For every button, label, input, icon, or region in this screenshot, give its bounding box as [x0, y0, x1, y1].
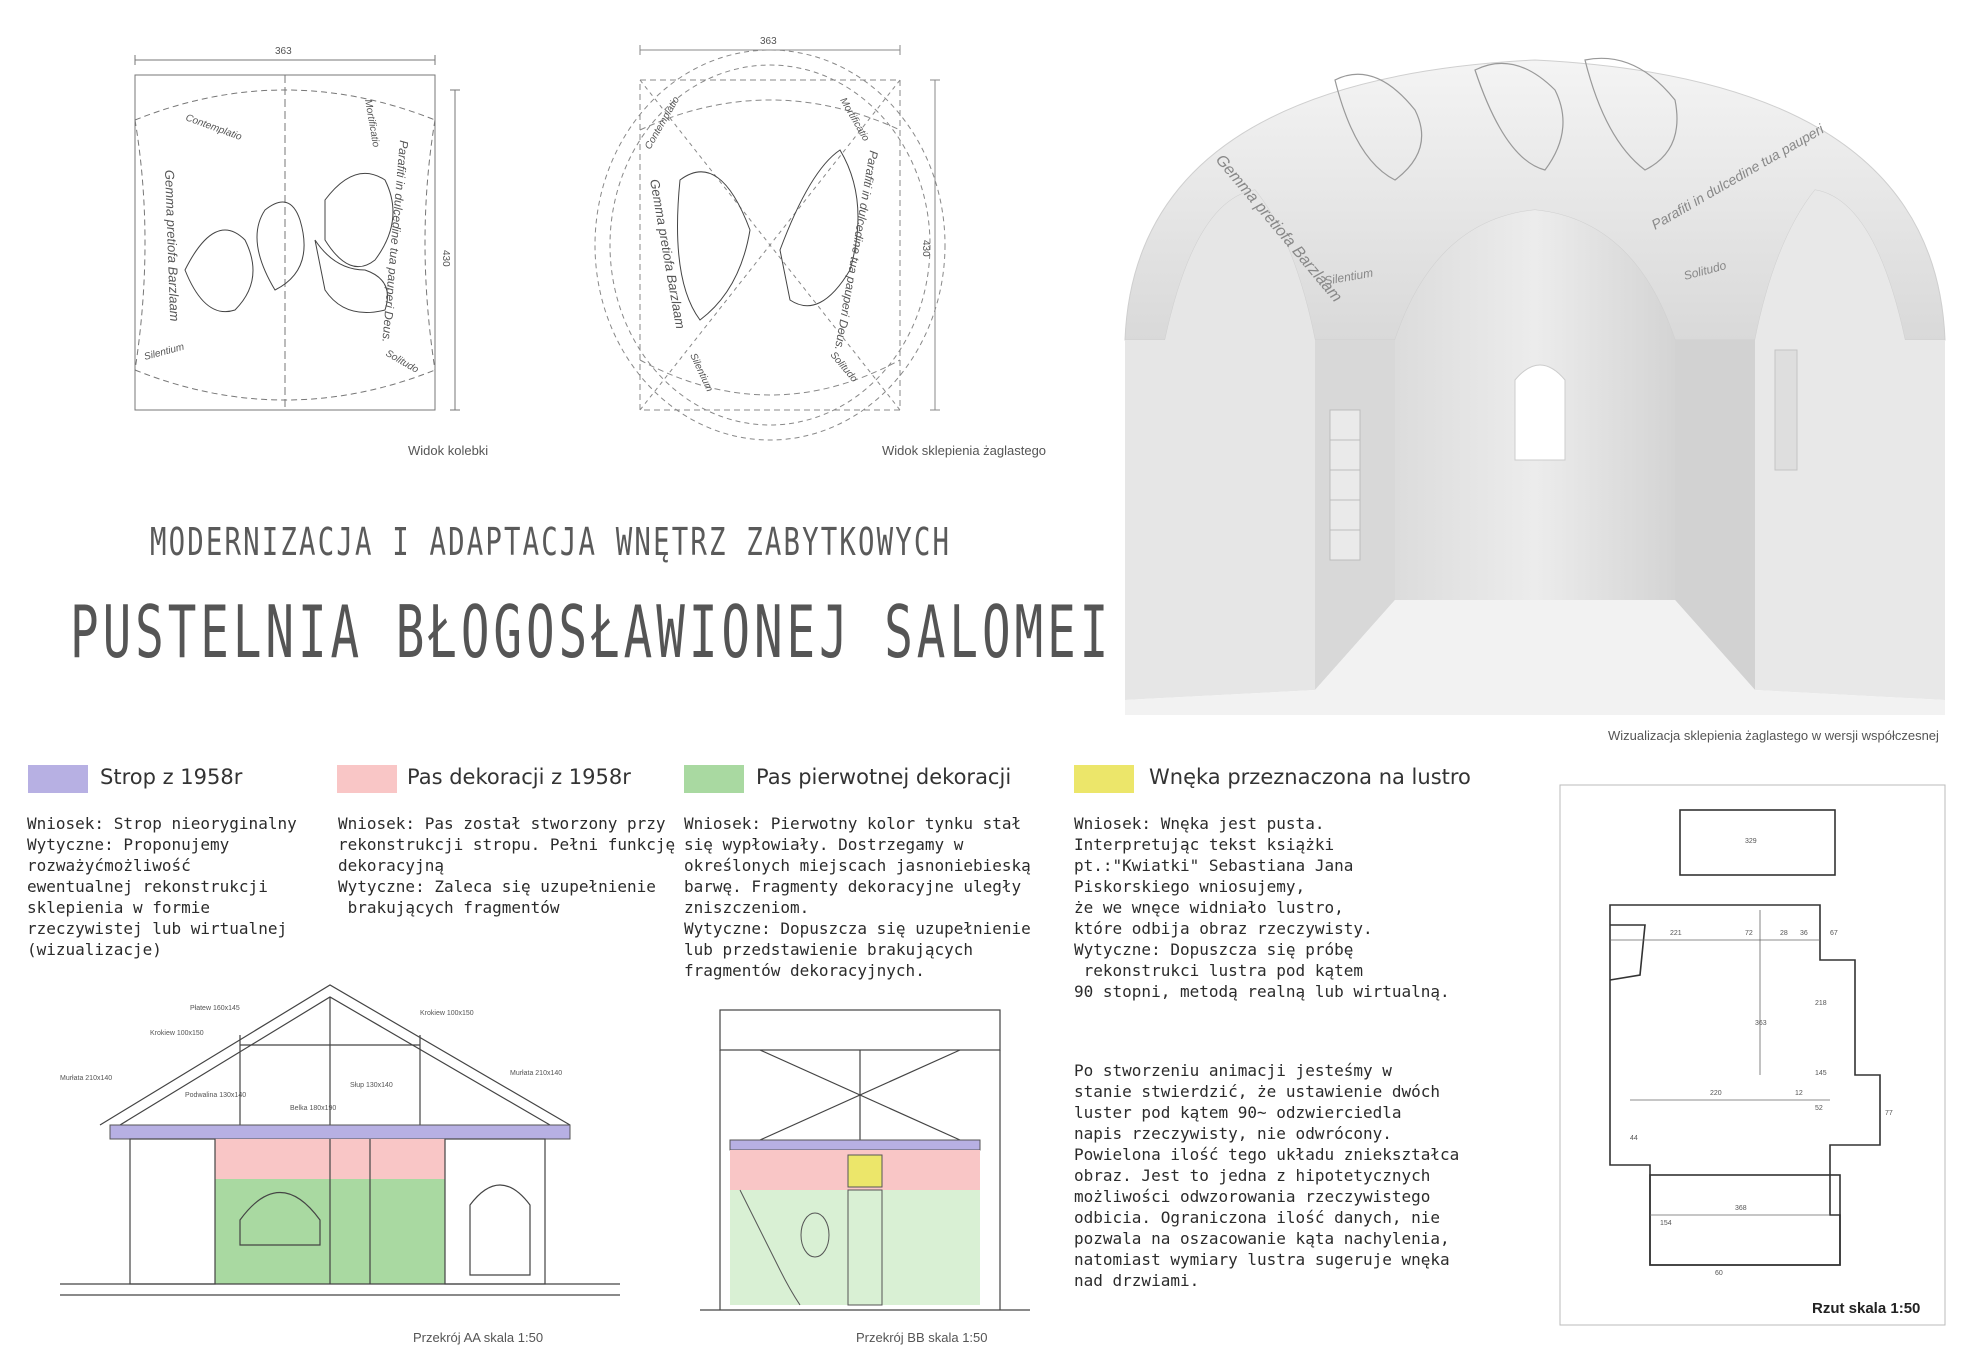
- note-pas-pierwotny: Wniosek: Pierwotny kolor tynku stał się …: [684, 814, 1031, 980]
- plan-dim-15: 60: [1715, 1270, 1723, 1277]
- floor-plan-drawing: 329 221 72 28 36 67 363 218 145 220 12 5…: [1559, 784, 1946, 1326]
- sail-vault-drawing: 363 430 Contemplatio Mortificatio Gemma …: [594, 36, 946, 441]
- plan-dim-5: 67: [1830, 930, 1838, 937]
- plan-dim-7: 218: [1815, 1000, 1827, 1007]
- zaglaste-dim-w: 363: [760, 36, 777, 47]
- zaglaste-label-silentium: Silentium: [687, 352, 714, 394]
- legend-label-pas-dekoracji: Pas dekoracji z 1958r: [407, 765, 631, 789]
- legend-label-wneka: Wnęka przeznaczona na lustro: [1149, 765, 1471, 789]
- note-wneka: Wniosek: Wnęka jest pusta. Interpretując…: [1074, 814, 1450, 1001]
- render-caption: Wizualizacja sklepienia żaglastego w wer…: [1608, 728, 1939, 743]
- section-bb-drawing: [700, 1009, 1030, 1311]
- plan-dim-3: 28: [1780, 930, 1788, 937]
- section-bb-caption: Przekrój BB skala 1:50: [856, 1330, 988, 1345]
- note-strop: Wniosek: Strop nieoryginalny Wytyczne: P…: [27, 814, 297, 959]
- plan-dim-10: 12: [1795, 1090, 1803, 1097]
- plan-dim-12: 368: [1735, 1205, 1747, 1212]
- zaglaste-label-solitudo: Solitudo: [828, 350, 860, 385]
- kolebka-label-solitudo: Solitudo: [384, 348, 421, 376]
- aa-label-podwalina: Podwalina 130x140: [185, 1092, 246, 1099]
- note-pas-dekoracji: Wniosek: Pas został stworzony przy rekon…: [338, 814, 676, 917]
- kolebka-label-contemplatio: Contemplatio: [184, 112, 244, 143]
- plan-dim-6: 363: [1755, 1020, 1767, 1027]
- kolebka-dim-h: 430: [440, 250, 451, 267]
- kolebka-dim-w: 363: [275, 46, 292, 57]
- note-animacja: Po stworzeniu animacji jesteśmy w stanie…: [1074, 1061, 1460, 1290]
- legend-swatch-strop: [28, 765, 88, 793]
- aa-label-platew: Płatew 160x145: [190, 1005, 240, 1012]
- aa-label-belka: Belka 180x190: [290, 1105, 336, 1112]
- subtitle: MODERNIZACJA I ADAPTACJA WNĘTRZ ZABYTKOW…: [150, 520, 952, 564]
- aa-label-krokiew-left: Krokiew 100x150: [150, 1030, 204, 1037]
- barrel-vault-drawing: 363 430 Contemplatio Mortificatio Gemma …: [134, 46, 460, 411]
- zaglaste-caption: Widok sklepienia żaglastego: [882, 443, 1047, 458]
- kolebka-label-parafiti: Parafiti in dulcedine tua pauperi Deus.: [379, 140, 411, 343]
- aa-label-murlata-left: Murłata 210x140: [60, 1075, 112, 1082]
- kolebka-label-mortificatio: Mortificatio: [362, 99, 381, 149]
- plan-dim-14: 44: [1630, 1135, 1638, 1142]
- legend-label-pas-pierwotny: Pas pierwotnej dekoracji: [756, 765, 1012, 789]
- aa-label-murlata-right: Murłata 210x140: [510, 1070, 562, 1077]
- kolebka-label-gemma: Gemma pretiofa Barzlaam: [162, 170, 182, 322]
- aa-label-krokiew-right: Krokiew 100x150: [420, 1010, 474, 1017]
- plan-dim-11: 52: [1815, 1105, 1823, 1112]
- legend-swatch-pas-dekoracji: [337, 765, 397, 793]
- page-title: PUSTELNIA BŁOGOSŁAWIONEJ SALOMEI: [70, 590, 1113, 674]
- plan-dim-9: 220: [1710, 1090, 1722, 1097]
- plan-dim-13: 154: [1660, 1220, 1672, 1227]
- vault-render: Gemma pretiofa Barzlaam Parafiti in dulc…: [1124, 57, 1946, 715]
- legend-swatch-pas-pierwotny: [684, 765, 744, 793]
- legend-swatch-wneka: [1074, 765, 1134, 793]
- plan-caption: Rzut skala 1:50: [1812, 1300, 1921, 1317]
- zaglaste-label-parafiti: Parafiti in dulcedine tua pauperi Deus.: [832, 149, 881, 351]
- kolebka-label-silentium: Silentium: [143, 342, 186, 363]
- section-aa-caption: Przekrój AA skala 1:50: [413, 1330, 544, 1345]
- zaglaste-label-gemma: Gemma pretiofa Barzlaam: [647, 178, 688, 330]
- legend-label-strop: Strop z 1958r: [100, 765, 243, 789]
- section-aa-drawing: Płatew 160x145 Krokiew 100x150 Krokiew 1…: [60, 984, 620, 1296]
- plan-dim-1: 221: [1670, 930, 1682, 937]
- plan-dim-0: 329: [1745, 838, 1757, 845]
- plan-dim-2: 72: [1745, 930, 1753, 937]
- zaglaste-dim-h: 430: [920, 240, 931, 257]
- zaglaste-label-contemplatio: Contemplatio: [643, 95, 682, 152]
- plan-dim-8: 145: [1815, 1070, 1827, 1077]
- plan-dim-16: 77: [1885, 1110, 1893, 1117]
- zaglaste-label-mortificatio: Mortificatio: [837, 96, 871, 144]
- aa-label-slup: Słup 130x140: [350, 1082, 393, 1089]
- plan-dim-4: 36: [1800, 930, 1808, 937]
- kolebka-caption: Widok kolebki: [408, 443, 489, 458]
